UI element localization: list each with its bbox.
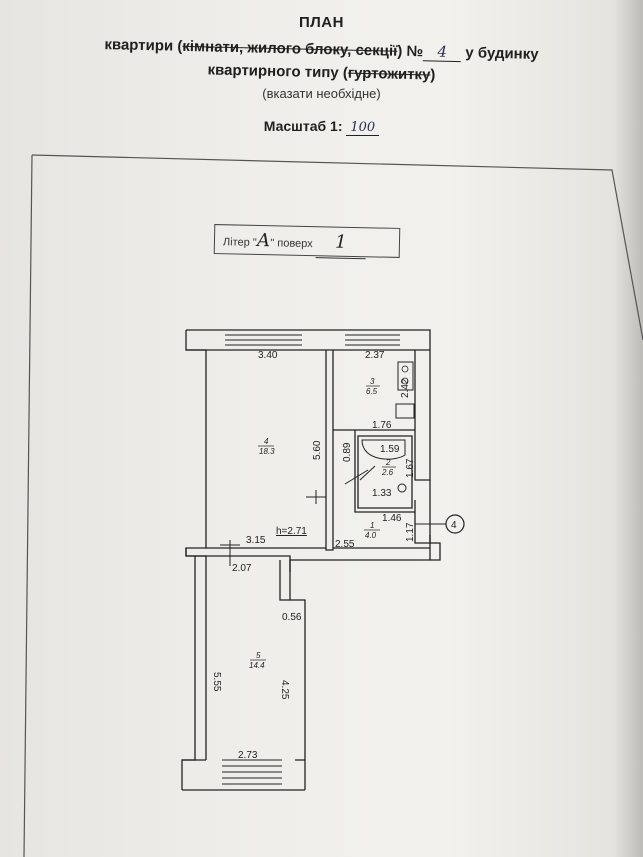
dim-room4-bottom: 3.15 [246,535,266,546]
room-2-area: 2.6 [381,468,394,477]
dim-corridor-width: 2.07 [232,563,252,574]
dim-wc-width: 1.33 [372,488,392,499]
axis-marker-label: 4 [451,520,457,531]
wall-left-upper [185,330,207,557]
room-5-area: 14.4 [249,661,265,670]
dim-niche-width: 0.56 [282,612,302,623]
dim-room4-depth: 5.60 [312,440,323,460]
room-3-area: 6.5 [366,387,378,396]
room-4-area: 18.3 [259,447,275,456]
dim-kitchen-side: 2.42 [400,378,411,398]
scale-value: 100 [346,120,380,136]
wall-right [414,350,431,481]
wall-left-lower [181,556,196,790]
dim-hall-bottom: 2.55 [335,539,355,550]
document-title: ПЛАН [299,14,344,31]
room-3-number: 3 [370,377,375,386]
dim-room5-left: 5.55 [211,672,222,692]
dim-bath-wall: 1.76 [372,420,392,431]
dim-room5-right: 4.25 [279,680,290,700]
header-note: (вказати необхідне) [262,86,381,101]
dim-bath-opening: 0.89 [342,442,353,462]
page-edge-shadow [613,0,643,857]
room-4-number: 4 [264,437,269,446]
room-1-number: 1 [370,521,374,530]
dim-hall-side: 1.17 [405,522,416,542]
dim-top-right: 2.37 [365,350,385,361]
wall-partition [325,350,334,551]
room-2-number: 2 [385,458,391,467]
scale-line: Масштаб 1: 100 [0,118,643,136]
dim-room5-bottom: 2.73 [238,750,258,761]
dim-bath-height: 1.67 [405,458,416,478]
dim-bath-width: 1.59 [380,444,400,455]
dim-hall-width: 1.46 [382,513,402,524]
dim-top-left: 3.40 [258,350,278,361]
ceiling-height: h=2.71 [276,526,307,537]
room-5-number: 5 [256,651,261,660]
room-1-area: 4.0 [365,531,377,540]
